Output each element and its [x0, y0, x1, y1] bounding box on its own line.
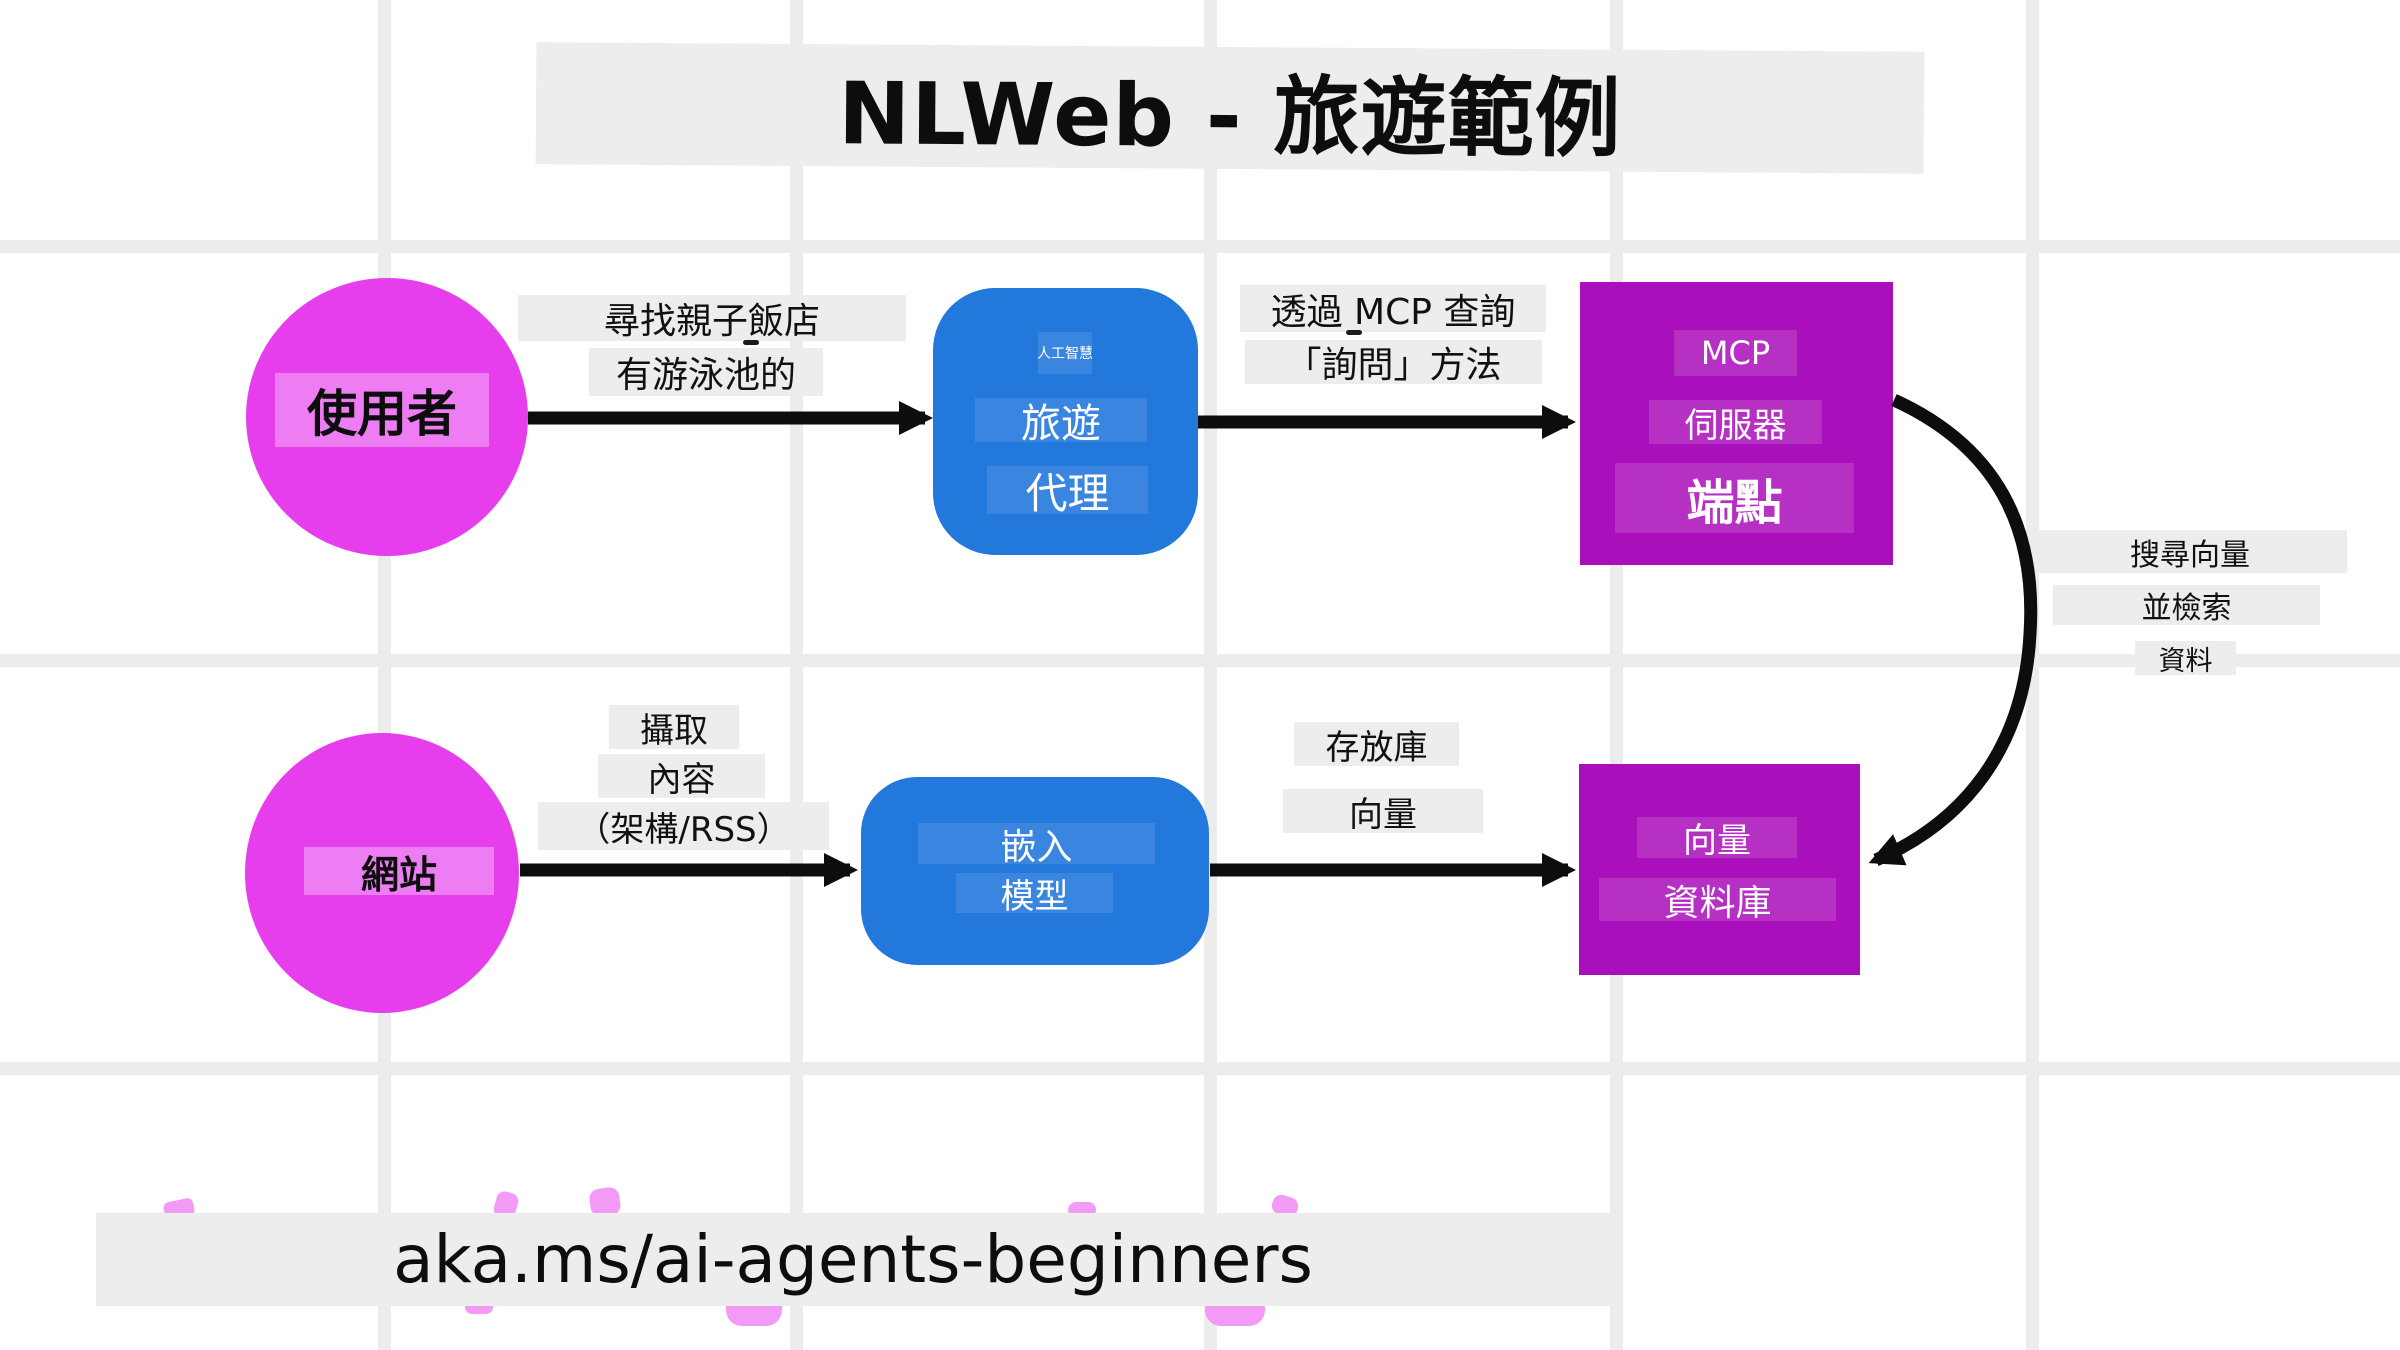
edge-label-store: 存放庫: [1294, 722, 1459, 768]
edge-label-text: 搜尋向量: [2130, 537, 2250, 573]
travel-agent-node: 人工智慧 旅遊 代理: [933, 288, 1198, 555]
agent-line2: 代理: [1025, 468, 1110, 518]
edge-label-schema-rss: （架構/RSS）: [538, 802, 829, 850]
edge-label-ask-method: 「詢問」方法: [1245, 340, 1542, 386]
edge-label-and-retrieve: 並檢索: [2053, 585, 2320, 626]
title-banner: NLWeb - 旅遊範例: [535, 42, 1925, 174]
edge-label-content: 內容: [598, 754, 765, 800]
edge-label-search-vectors: 搜尋向量: [2033, 530, 2347, 573]
mcp-server-node: MCP 伺服器 端點: [1580, 282, 1893, 565]
edge-label-text: 向量: [1349, 794, 1417, 835]
mcp-line1-band: MCP: [1674, 330, 1797, 376]
edge-label-text: 有游泳池的: [615, 355, 796, 396]
grid-line-vertical: [2026, 0, 2039, 1350]
grid-line-horizontal: [0, 240, 2400, 253]
edge-mcp-to-vectordb-curved-arrow: [1868, 394, 2038, 866]
underline-tick: [743, 340, 759, 345]
agent-line1-band: 旅遊: [975, 398, 1147, 447]
edge-label-text: （架構/RSS）: [576, 809, 791, 850]
edge-label-find-hotel: 尋找親子飯店: [518, 295, 906, 342]
embedding-model-node: 嵌入 模型: [861, 777, 1209, 965]
user-node: 使用者: [246, 278, 528, 556]
edge-label-text: 透過 MCP 查詢: [1270, 291, 1516, 333]
website-label: 網站: [360, 852, 437, 897]
agent-tag-band: 人工智慧: [1037, 332, 1093, 374]
embedding-line1: 嵌入: [1000, 826, 1073, 868]
mcp-line1: MCP: [1700, 334, 1771, 372]
user-label-band: 使用者: [275, 373, 489, 447]
edge-label-text: 並檢索: [2141, 591, 2232, 626]
agent-line2-band: 代理: [987, 466, 1148, 518]
edge-label-text: 存放庫: [1325, 727, 1428, 768]
grid-line-vertical: [378, 0, 391, 1350]
grid-line-vertical: [1610, 0, 1623, 1350]
website-node: 網站: [245, 733, 519, 1013]
grid-line-vertical: [790, 0, 803, 1350]
underline-tick: [1346, 330, 1362, 335]
user-label: 使用者: [307, 385, 457, 443]
edge-label-vectors: 向量: [1283, 789, 1483, 835]
edge-label-text: 「詢問」方法: [1285, 345, 1502, 386]
embedding-line2-band: 模型: [956, 873, 1113, 917]
grid-line-horizontal: [0, 1062, 2400, 1075]
footer-banner: aka.ms/ai-agents-beginners: [96, 1213, 1610, 1306]
agent-line1: 旅遊: [1021, 401, 1101, 447]
mcp-line3-band: 端點: [1615, 463, 1854, 533]
vectordb-line1: 向量: [1683, 821, 1751, 861]
vector-db-node: 向量 資料庫: [1579, 764, 1860, 975]
vectordb-line2-band: 資料庫: [1599, 878, 1836, 924]
edge-label-query-via-mcp: 透過 MCP 查詢: [1240, 285, 1546, 333]
page-title: NLWeb - 旅遊範例: [837, 63, 1622, 170]
edge-label-text: 攝取: [640, 710, 708, 751]
edge-label-text: 資料: [2158, 645, 2213, 677]
mcp-line2: 伺服器: [1684, 405, 1787, 446]
vectordb-line2: 資料庫: [1663, 882, 1772, 924]
embedding-line1-band: 嵌入: [918, 823, 1155, 868]
edge-label-data: 資料: [2135, 641, 2236, 677]
footer-url: aka.ms/ai-agents-beginners: [393, 1221, 1313, 1298]
agent-tag: 人工智慧: [1037, 346, 1093, 362]
edge-label-with-pool: 有游泳池的: [589, 348, 823, 396]
grid-line-horizontal: [0, 654, 2400, 667]
edge-label-text: 內容: [647, 759, 716, 800]
vectordb-line1-band: 向量: [1637, 817, 1797, 861]
grid-line-vertical: [1204, 0, 1217, 1350]
edge-label-text: 尋找親子飯店: [603, 301, 820, 342]
mcp-line2-band: 伺服器: [1649, 400, 1822, 446]
mcp-line3: 端點: [1686, 475, 1783, 531]
website-label-band: 網站: [304, 847, 494, 897]
embedding-line2: 模型: [1000, 876, 1069, 917]
edge-label-ingest: 攝取: [609, 705, 739, 751]
